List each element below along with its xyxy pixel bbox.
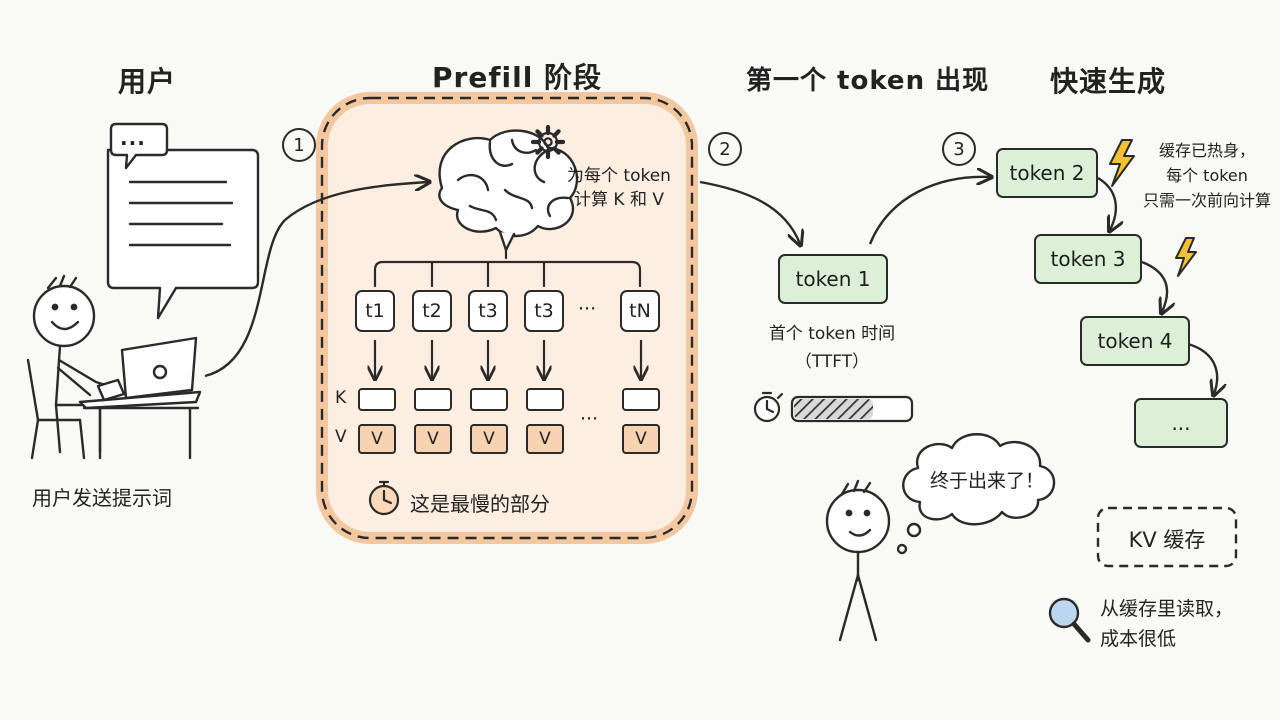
- output-token-3: token 3: [1034, 234, 1142, 284]
- warm-cache-line-2: 每个 token: [1166, 166, 1248, 185]
- lightning-icon-2: [1175, 237, 1197, 277]
- kv-ellipsis: ···: [580, 408, 599, 430]
- kv-cache-label: KV 缓存: [1128, 528, 1206, 552]
- input-token-t3-second: t3: [524, 290, 564, 332]
- observer-thought-text: 终于出来了！: [930, 470, 1045, 492]
- brain-to-tokens-tree: [373, 248, 642, 288]
- ttft-stopwatch-icon: [753, 391, 784, 423]
- value-cell: V: [358, 424, 396, 454]
- prefill-note-line-1: 为每个 token: [567, 166, 671, 186]
- step-number-3: 3: [942, 132, 976, 166]
- value-cell: V: [526, 424, 564, 454]
- arrow-user-to-brain: [204, 182, 428, 378]
- input-token-ellipsis: ···: [578, 298, 597, 320]
- user-figure: [26, 274, 202, 460]
- prefill-compute-note: 为每个 token 计算 K 和 V: [566, 164, 672, 212]
- kv-cache-box: [1096, 506, 1238, 568]
- output-token-1: token 1: [778, 254, 888, 304]
- title-prefill: Prefill 阶段: [432, 61, 603, 94]
- output-token-more: ...: [1134, 398, 1228, 448]
- key-cell: [358, 388, 396, 411]
- input-token-t1: t1: [355, 290, 395, 332]
- warm-cache-line-1: 缓存已热身，: [1158, 141, 1255, 160]
- step-number-2: 2: [708, 132, 742, 166]
- kv-cache-note-line-2: 成本很低: [1100, 628, 1177, 650]
- stopwatch-icon: [368, 480, 400, 516]
- v-row-label: V: [335, 427, 347, 447]
- value-cell: V: [622, 424, 660, 454]
- prompt-speech-bubble: [106, 122, 260, 320]
- kv-cache-note: 从缓存里读取， 成本很低: [1100, 594, 1233, 654]
- kv-cache-note-line-1: 从缓存里读取，: [1100, 598, 1234, 620]
- prefill-note-line-2: 计算 K 和 V: [574, 190, 664, 210]
- arrow-prefill-to-token1: [699, 180, 800, 244]
- magnifier-icon: [1048, 597, 1091, 643]
- observer-figure: [825, 479, 891, 642]
- title-user: 用户: [118, 65, 177, 98]
- title-first-token: 第一个 token 出现: [746, 66, 990, 96]
- ttft-line-2: （TTFT）: [794, 352, 870, 372]
- brain-icon: [438, 129, 579, 252]
- value-cell: V: [414, 424, 452, 454]
- user-caption: 用户发送提示词: [32, 486, 172, 510]
- lightning-icon: [1109, 139, 1135, 187]
- ttft-line-1: 首个 token 时间: [768, 324, 896, 344]
- key-cell: [470, 388, 508, 411]
- output-token-4: token 4: [1080, 316, 1190, 366]
- token-to-kv-arrows: [375, 340, 641, 378]
- speech-bubble-dots: ...: [120, 126, 146, 150]
- key-cell: [414, 388, 452, 411]
- input-token-tn: tN: [620, 290, 660, 332]
- step-number-1: 1: [282, 128, 316, 162]
- arrow-token1-to-token2: [868, 177, 990, 245]
- thought-cloud: [896, 433, 1056, 555]
- warm-cache-line-3: 只需一次前向计算: [1142, 191, 1271, 210]
- value-cell: V: [470, 424, 508, 454]
- ttft-label: 首个 token 时间 （TTFT）: [752, 320, 912, 376]
- key-cell: [622, 388, 660, 411]
- fast-gen-arrows: [1097, 176, 1217, 394]
- output-token-2: token 2: [996, 148, 1098, 198]
- prompt-text-lines: [128, 180, 234, 247]
- input-token-t2: t2: [412, 290, 452, 332]
- warm-cache-note: 缓存已热身， 每个 token 只需一次前向计算: [1140, 138, 1274, 213]
- gear-icon: [530, 124, 566, 160]
- ttft-progress-bar: [790, 395, 914, 423]
- input-token-t3: t3: [468, 290, 508, 332]
- key-cell: [526, 388, 564, 411]
- slowest-part-note: 这是最慢的部分: [410, 492, 550, 516]
- k-row-label: K: [335, 388, 347, 408]
- title-fast-generation: 快速生成: [1050, 65, 1167, 98]
